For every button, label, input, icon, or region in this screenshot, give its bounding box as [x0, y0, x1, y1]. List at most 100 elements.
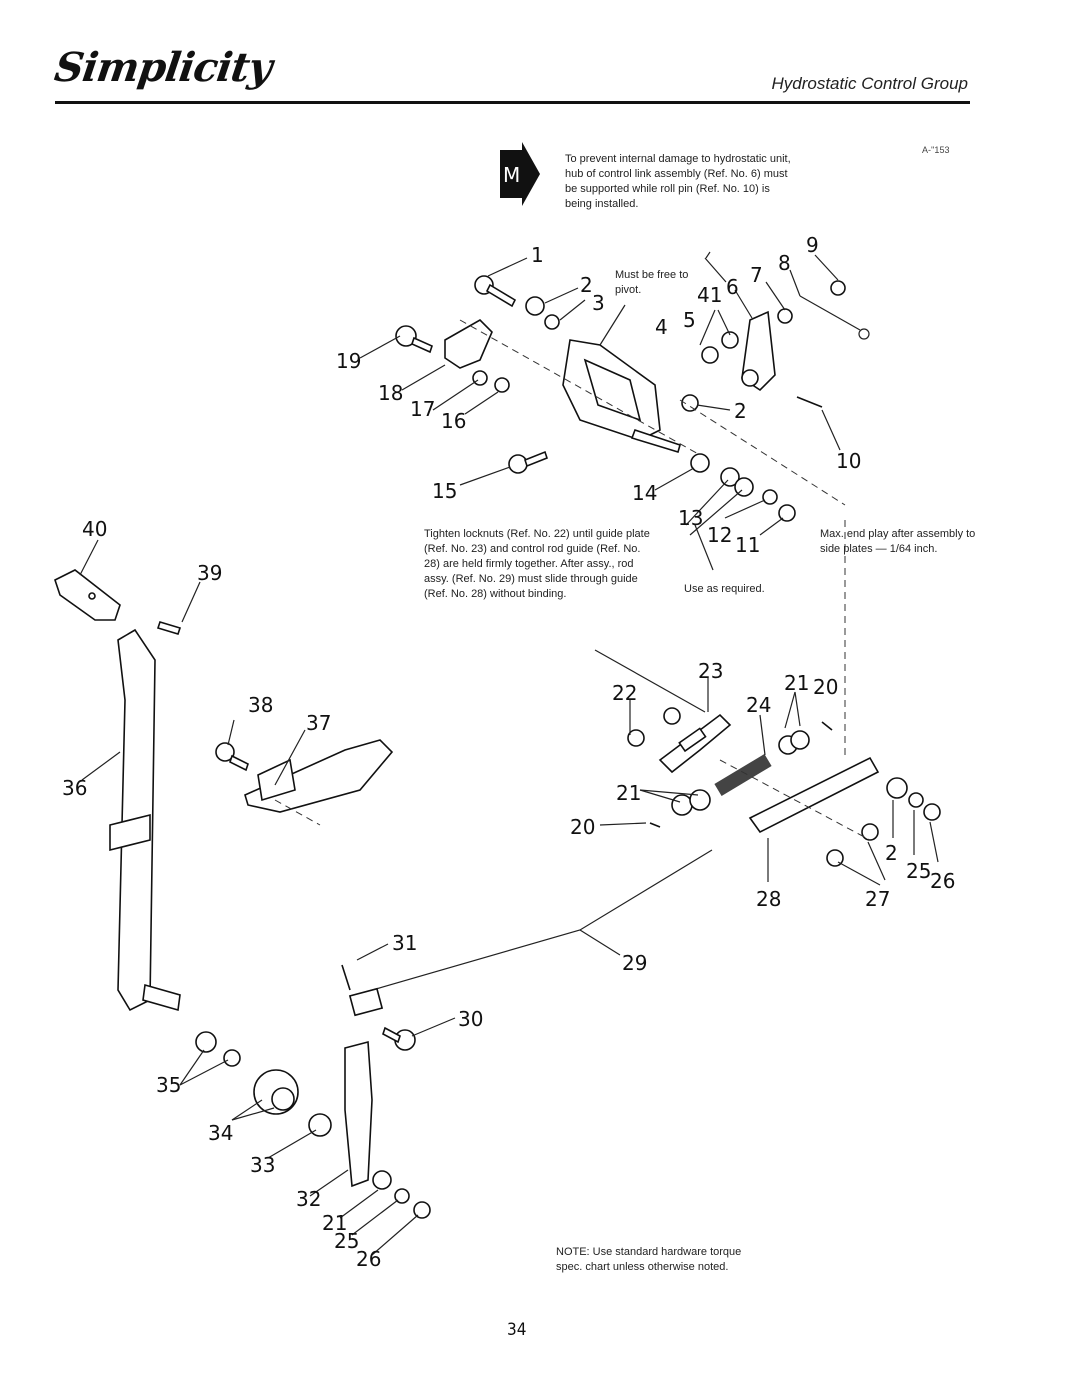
- ref-34: 34: [208, 1121, 233, 1145]
- note-hardware: NOTE: Use standard hardware torque spec.…: [556, 1246, 742, 1273]
- bracket-part-37: [244, 739, 394, 813]
- ref-25-lower: 25: [334, 1229, 359, 1253]
- ref-8: 8: [778, 251, 791, 275]
- bracket-axis-line: [274, 799, 321, 826]
- pin-part-20-upper: [821, 721, 833, 731]
- ref-12: 12: [707, 523, 732, 547]
- section-title: Hydrostatic Control Group: [771, 74, 968, 93]
- document-code: A-''153: [922, 145, 950, 155]
- control-lever-part-36: [109, 628, 181, 1012]
- ref-35: 35: [156, 1073, 181, 1097]
- washer-part-25-lower: [394, 1188, 410, 1204]
- nut-part-26-lower: [413, 1201, 431, 1219]
- ref-24: 24: [746, 693, 771, 717]
- washer-part-2-lower: [886, 777, 908, 799]
- ref-21-mid: 21: [616, 781, 641, 805]
- ref-25-upper: 25: [906, 859, 931, 883]
- nut-part-26-upper: [923, 803, 941, 821]
- bolt-part-15: [508, 450, 548, 474]
- note-internal-damage: To prevent internal damage to hydrostati…: [565, 153, 791, 210]
- link-arm-part-32: [344, 1040, 373, 1188]
- guide-plate-part-23: [658, 713, 732, 774]
- ref-39: 39: [197, 561, 222, 585]
- ref-2-lower: 2: [885, 841, 898, 865]
- ref-26-lower: 26: [356, 1247, 381, 1271]
- screw-part-39: [156, 621, 182, 635]
- spring-part-24: [714, 753, 772, 797]
- washer-part-12: [762, 489, 778, 505]
- washer-part-17: [472, 370, 488, 386]
- ref-33: 33: [250, 1153, 275, 1177]
- ref-38: 38: [248, 693, 273, 717]
- ref-28: 28: [756, 887, 781, 911]
- washer-part-5: [721, 331, 739, 349]
- ref-21-upper: 21: [784, 671, 809, 695]
- locknut-part-22b: [627, 729, 645, 747]
- ref-3: 3: [592, 291, 605, 315]
- ref-19: 19: [336, 349, 361, 373]
- ref-10: 10: [836, 449, 861, 473]
- lockwasher-part-3: [544, 314, 560, 330]
- svg-text:M: M: [503, 163, 520, 187]
- assembly-axis-line-2: [679, 399, 846, 506]
- bolt-part-30: [382, 1026, 416, 1051]
- pulley-part-34: [253, 1069, 299, 1115]
- handle-grip-part-40: [54, 569, 121, 621]
- header-rule: [55, 101, 970, 104]
- note-free-to-pivot: Must be free to pivot.: [615, 269, 689, 296]
- nut-part-11: [778, 504, 796, 522]
- guide-axis-line: [719, 759, 871, 841]
- ref-40: 40: [82, 517, 107, 541]
- ref-14: 14: [632, 481, 657, 505]
- bushing-part-41: [701, 346, 719, 364]
- roll-pin-part-10: [796, 396, 823, 408]
- ref-22: 22: [612, 681, 637, 705]
- ref-32: 32: [296, 1187, 321, 1211]
- ref-18: 18: [378, 381, 403, 405]
- ref-20-upper: 20: [813, 675, 838, 699]
- note-use-as-required: Use as required.: [684, 583, 765, 595]
- spacer-part-35b: [223, 1049, 241, 1067]
- ref-41: 41: [697, 283, 722, 307]
- bracket-part-4: [562, 339, 681, 454]
- ref-7: 7: [750, 263, 763, 287]
- washer-part-2-upper: [681, 394, 699, 412]
- ref-30: 30: [458, 1007, 483, 1031]
- pin-part-20-lower: [649, 822, 661, 828]
- ref-6: 6: [726, 275, 739, 299]
- assembly-axis-line: [459, 319, 701, 456]
- rod-guide-part-28: [748, 756, 880, 834]
- washer-part-13a: [720, 467, 740, 487]
- nut-part-9: [830, 280, 846, 296]
- ref-20-lower: 20: [570, 815, 595, 839]
- bracket-part-18: [444, 319, 493, 369]
- ref-17: 17: [410, 397, 435, 421]
- nut-part-16: [494, 377, 510, 393]
- bolt-part-1: [474, 275, 517, 308]
- manual-marker-icon: M: [500, 142, 540, 206]
- washer-part-21-upper-b: [790, 730, 810, 750]
- bolt-part-19: [395, 325, 433, 354]
- ref-27: 27: [865, 887, 890, 911]
- note-locknuts: Tighten locknuts (Ref. No. 22) until gui…: [424, 528, 650, 600]
- ref-9: 9: [806, 233, 819, 257]
- ref-2-top: 2: [580, 273, 593, 297]
- ref-21-lower: 21: [322, 1211, 347, 1235]
- ref-15: 15: [432, 479, 457, 503]
- ref-13: 13: [678, 506, 703, 530]
- ref-16: 16: [441, 409, 466, 433]
- page-number: 34: [507, 1320, 527, 1340]
- ref-11: 11: [735, 533, 760, 557]
- washer-part-21-lower: [372, 1170, 392, 1190]
- washer-part-7: [777, 308, 793, 324]
- ref-26-upper: 26: [930, 869, 955, 893]
- washer-part-25-upper: [908, 792, 924, 808]
- ref-29: 29: [622, 951, 647, 975]
- ref-5: 5: [683, 308, 696, 332]
- ref-37: 37: [306, 711, 331, 735]
- ref-31: 31: [392, 931, 417, 955]
- washer-part-2: [525, 296, 545, 316]
- ref-23: 23: [698, 659, 723, 683]
- control-link-part-6: [741, 310, 776, 392]
